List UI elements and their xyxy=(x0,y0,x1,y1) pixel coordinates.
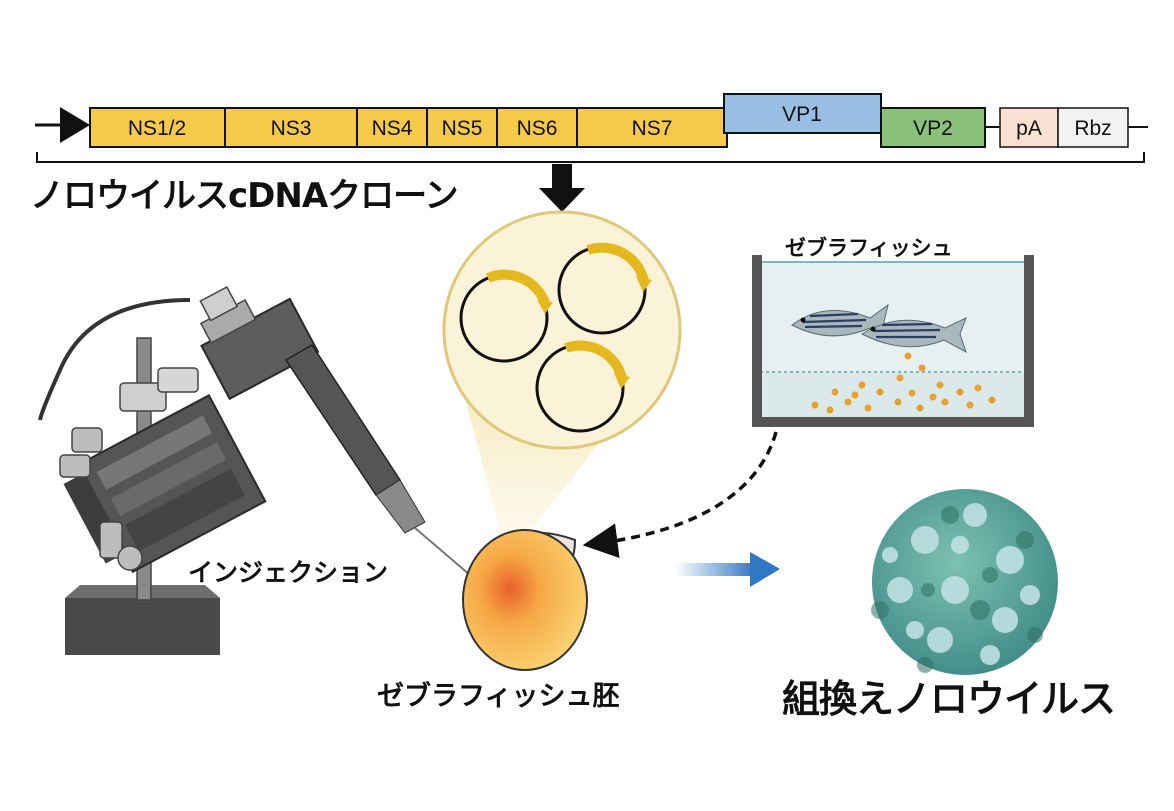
segment-rbz xyxy=(1057,107,1129,148)
down-arrow-icon xyxy=(539,164,585,212)
segment-ns6 xyxy=(496,107,578,148)
dashed-arrow xyxy=(582,431,778,559)
micromanipulator-icon xyxy=(38,286,471,655)
segment-vp1 xyxy=(723,93,882,134)
clone-bracket xyxy=(36,152,1145,163)
zebrafish-icon xyxy=(860,317,967,354)
zebrafish-eggs xyxy=(811,352,996,414)
segment-ns1-2-label: NS1/2 xyxy=(128,117,186,140)
segment-rbz-label: Rbz xyxy=(1074,117,1111,140)
plasmid-icon xyxy=(459,269,553,363)
segment-pa-label: pA xyxy=(1016,117,1042,140)
segment-vp2 xyxy=(880,107,986,148)
norovirus-particle-icon xyxy=(871,489,1058,675)
segment-ns4 xyxy=(356,107,428,148)
segment-ns4-label: NS4 xyxy=(372,117,413,140)
plasmid-bubble xyxy=(442,210,682,450)
flow-arrow-icon xyxy=(675,552,780,587)
embryo-label: ゼブラフィッシュ胚 xyxy=(377,681,620,712)
clone-label: ノロウイルスcDNAクローン xyxy=(30,176,458,216)
segment-ns5-label: NS5 xyxy=(442,117,483,140)
segment-vp2-label: VP2 xyxy=(913,117,953,140)
segment-ns3-label: NS3 xyxy=(271,117,312,140)
recombinant-virus-label: 組換えノロウイルス xyxy=(782,677,1116,721)
fish-tank xyxy=(752,255,1034,427)
segment-ns7-label: NS7 xyxy=(632,117,673,140)
zebrafish-icon xyxy=(791,303,891,340)
zebrafish-label: ゼブラフィッシュ xyxy=(785,236,953,260)
segment-pa xyxy=(999,107,1059,148)
plasmid-icon xyxy=(557,242,652,335)
injection-label: インジェクション xyxy=(188,558,389,587)
segment-vp1-label: VP1 xyxy=(782,103,822,126)
promoter-arrow-icon xyxy=(60,107,90,143)
zebrafish-embryo-icon xyxy=(462,529,588,671)
segment-ns6-label: NS6 xyxy=(517,117,558,140)
genome-construct: NS1/2 NS3 NS4 NS5 NS6 NS7 VP1 VP2 pA Rbz xyxy=(35,93,1148,163)
plasmid-icon xyxy=(535,340,630,433)
